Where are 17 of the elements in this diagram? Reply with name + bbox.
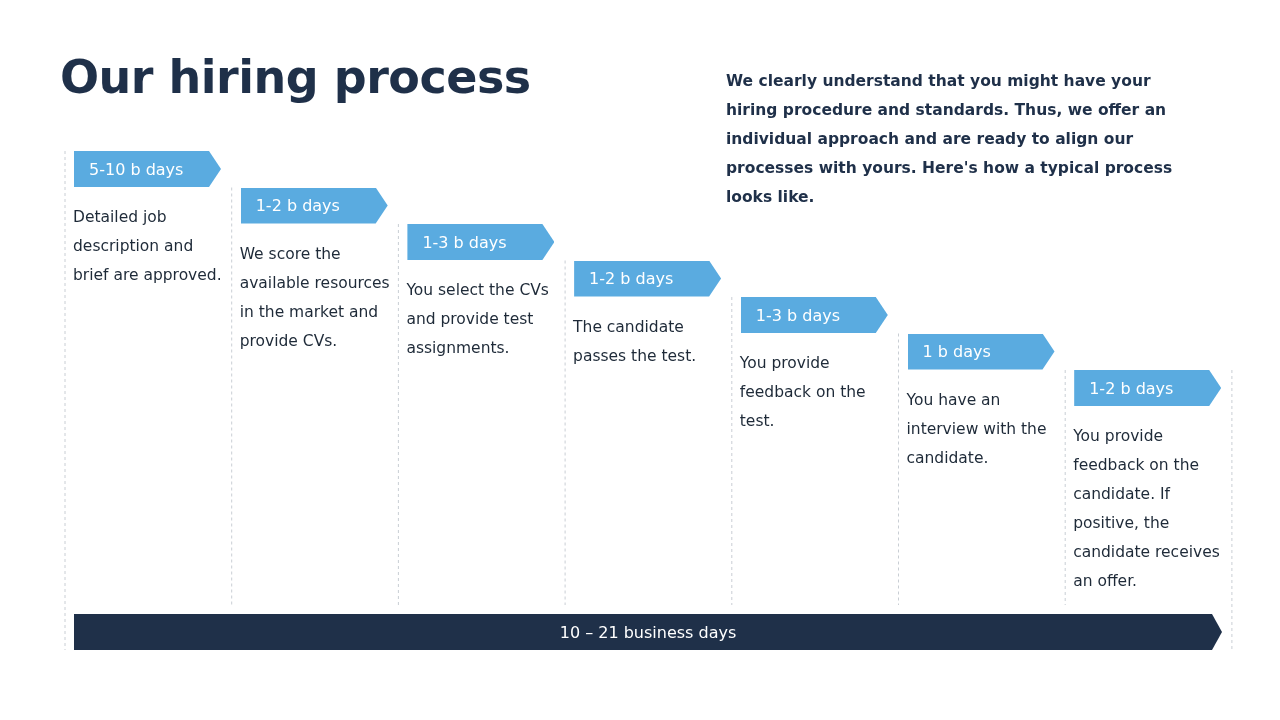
duration-tag: 1-2 b days [574,260,722,297]
step-description: Detailed job description and brief are approved. [73,207,223,286]
step-description: The candidate passes the test. [573,316,698,367]
step-description: We score the available resources in the market and provide CVs. [239,243,391,352]
step-description: You select the CVs and provide test assignments. [406,280,550,359]
duration-tag: 1-3 b days [740,297,888,333]
duration-tag: 1-2 b days [240,187,388,224]
duration-tag: 5-10 b days [74,151,221,187]
step-description: You provide feedback on the candidate. If positive, the candidate receives an offer. [1073,426,1221,592]
step-description: You provide feedback on the test. [739,353,867,432]
intro-paragraph: We clearly understand that you might have your hiring procedure and standards. Thus, we offer an individual approach and are ready to align our processes with yours. Here's how a typical process looks like. [726,71,1174,208]
total-duration-bar: 10 – 21 business days [74,614,1222,650]
duration-tag: 1 b days [907,333,1055,370]
duration-tag: 1-2 b days [1074,370,1222,406]
step-description: You have an interview with the candidate. [906,389,1048,469]
duration-tag: 1-3 b days [407,224,555,260]
title: Our hiring process [60,50,531,104]
